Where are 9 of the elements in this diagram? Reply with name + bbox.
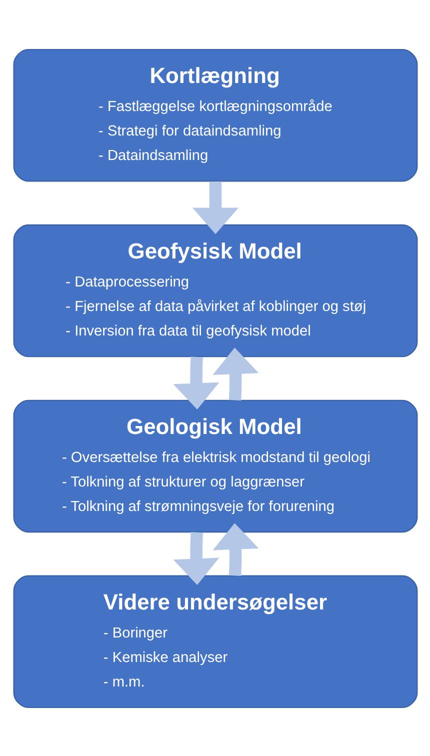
node-box: Kortlægning - Fastlæggelse kortlægningsområde - Strategi for dataindsamling - Dataindsamling [12,48,418,182]
arrow [172,532,219,584]
arrow [212,347,258,400]
arrow [212,522,258,576]
node-box: Geofysisk Model - Dataprocessering - Fjernelse af data påvirket af koblinger og støj - Inversion fra data til geofysisk model [12,224,418,357]
arrow [172,356,219,410]
node-box: Geologisk Model - Oversættelse fra elektrisk modstand til geologi - Tolkning af strukturer og laggrænser - Tolkning af strømningsveje for forurening [12,399,418,532]
node-box: Videre undersøgelser - Boringer - Kemiske analyser - m.m. [12,574,418,708]
arrow [192,180,238,234]
